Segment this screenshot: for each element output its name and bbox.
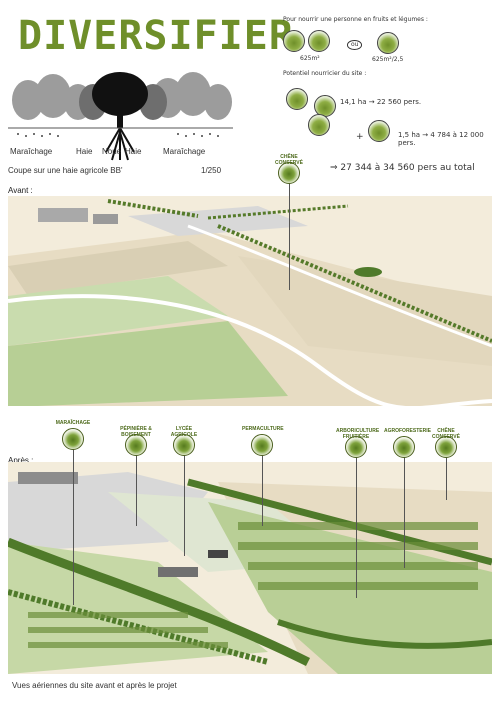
pin-label-chene: CHÊNE CONSERVÉ xyxy=(432,428,460,440)
notes-calc1: 14,1 ha → 22 560 pers. xyxy=(340,98,422,106)
notes-or: ou xyxy=(347,40,363,50)
maraichage-icon-2 xyxy=(286,88,308,110)
agroforestry-pin-icon xyxy=(393,436,415,458)
section-label-noue: Noue xyxy=(102,147,122,156)
notes-line1: Pour nourrir une personne en fruits et l… xyxy=(283,16,428,23)
aerial-view-before xyxy=(8,196,492,406)
pin-line-lycee xyxy=(184,446,185,556)
pin-label-agroforesterie: AGROFORESTERIE xyxy=(384,428,431,434)
nursery-pin-icon xyxy=(125,434,147,456)
permaculture-icon xyxy=(377,32,399,54)
figure-caption: Vues aériennes du site avant et après le… xyxy=(12,681,177,690)
notes-area1: 625m² xyxy=(300,55,320,62)
before-label: Avant : xyxy=(8,186,33,195)
section-label-maraichage-left: Maraîchage xyxy=(10,147,53,156)
after-label: Après : xyxy=(8,456,34,465)
notes-area2: 625m²/2,5 xyxy=(372,56,404,63)
section-label-haie-right: Haie xyxy=(125,147,142,156)
oak-kept-icon-before xyxy=(278,162,300,184)
notes-calc2: 1,5 ha → 4 784 à 12 000 pers. xyxy=(398,131,484,147)
notes-total: ⇒ 27 344 à 34 560 pers au total xyxy=(330,163,475,173)
pin-label-permaculture: PERMACULTURE xyxy=(242,426,284,432)
hedge-section-illustration xyxy=(8,72,233,167)
agroforestry-icon xyxy=(308,114,330,136)
pin-line-agroforesterie xyxy=(404,448,405,568)
pin-line-maraichage xyxy=(73,440,74,605)
permaculture-icon-2 xyxy=(368,120,390,142)
pin-label-maraichage: MARAÎCHAGE xyxy=(55,420,91,426)
pin-label-before: CHÊNE CONSERVÉ xyxy=(275,154,303,166)
fruit-tree-pin-icon xyxy=(345,436,367,458)
section-label-haie-left: Haie xyxy=(76,147,93,156)
page-title: DIVERSIFIER xyxy=(18,13,294,59)
pin-line-before xyxy=(289,176,290,290)
aerial-view-after xyxy=(8,462,492,674)
notes-plus: + xyxy=(356,132,364,142)
maraichage-icon xyxy=(283,30,305,52)
pin-line-pepiniere xyxy=(136,446,137,526)
permaculture-pin-icon xyxy=(251,434,273,456)
notes-line2: Potentiel nourricier du site : xyxy=(283,70,367,77)
oak-kept-pin-icon xyxy=(435,436,457,458)
section-scale: 1/250 xyxy=(201,166,222,175)
school-pin-icon xyxy=(173,434,195,456)
section-caption: Coupe sur une haie agricole BB' xyxy=(8,166,123,175)
maraichage-pin-icon xyxy=(62,428,84,450)
section-label-maraichage-right: Maraîchage xyxy=(163,147,206,156)
pin-line-chene xyxy=(446,448,447,500)
pin-label-lycee: LYCÉE AGRICOLE xyxy=(170,426,198,438)
pin-label-pepiniere: PÉPINIÈRE & BOISEMENT xyxy=(120,426,152,438)
pin-label-arboriculture: ARBORICULTURE FRUITIÈRE xyxy=(336,428,380,440)
pin-line-permaculture xyxy=(262,446,263,526)
fruit-trees-icon xyxy=(308,30,330,52)
pin-line-arboriculture xyxy=(356,448,357,598)
